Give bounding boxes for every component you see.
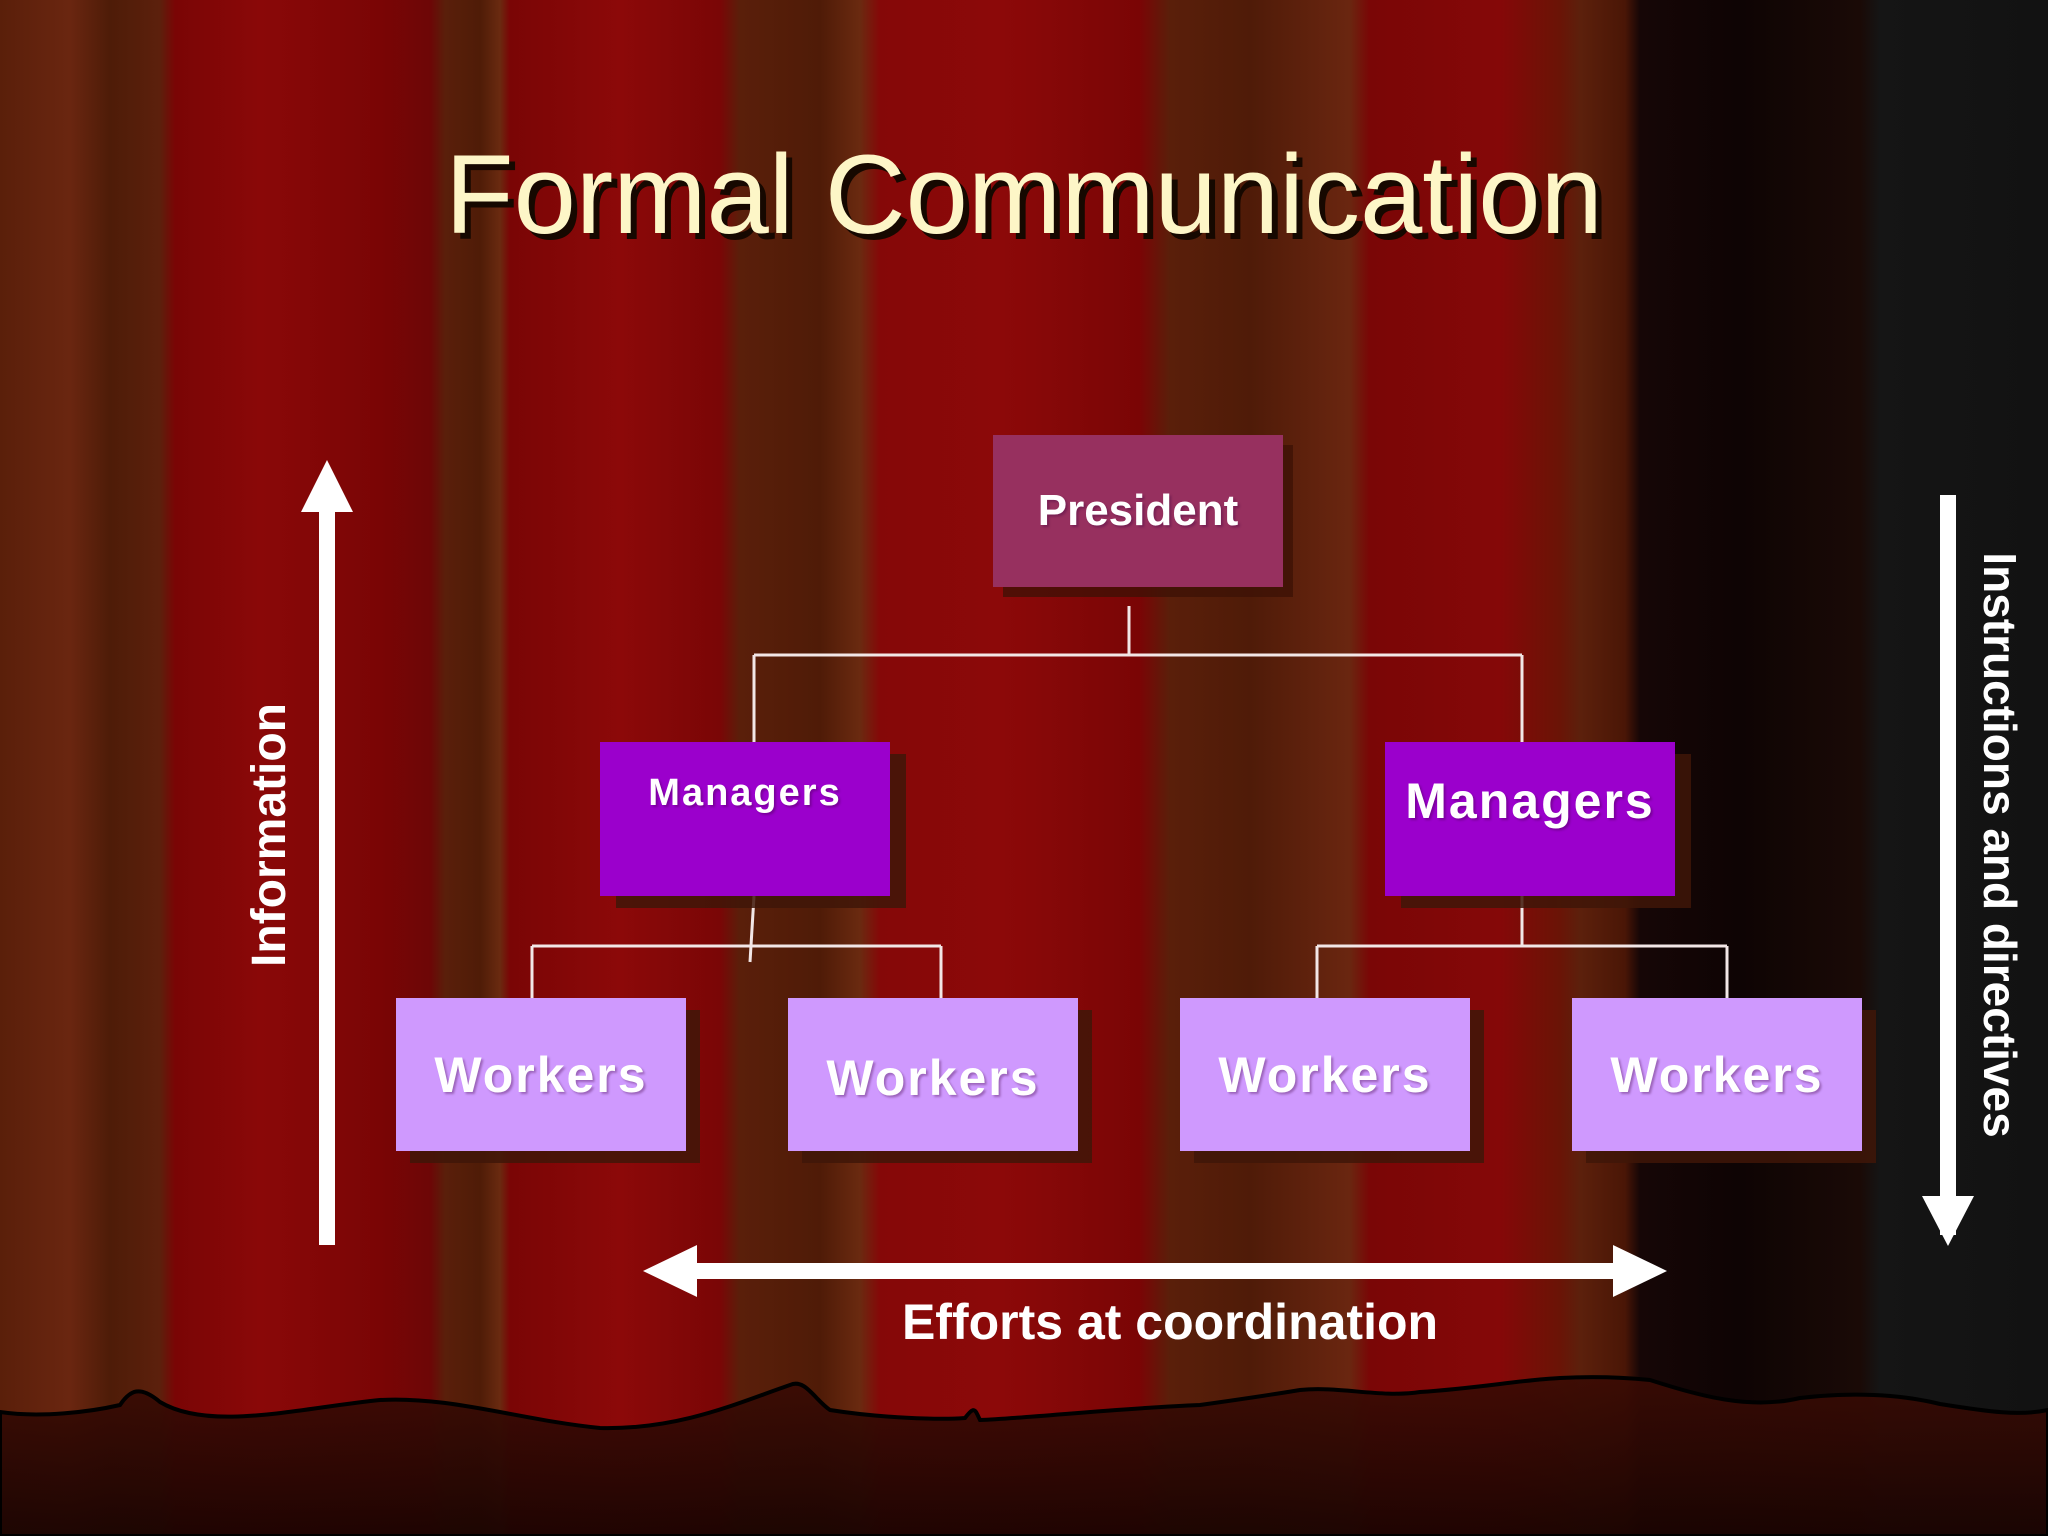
slide-title: Formal Communication (445, 132, 1603, 257)
manager-box-left: Managers (600, 742, 890, 896)
instructions-arrow (1922, 495, 1974, 1246)
information-label: Information (243, 703, 296, 967)
instructions-label: Instructions and directives (1974, 552, 2026, 1138)
worker-label-1: Workers (434, 1046, 648, 1103)
worker-label-2: Workers (826, 1049, 1040, 1106)
connector-manager-left-trunk (748, 895, 756, 963)
information-arrow (301, 460, 353, 1245)
worker-label-4: Workers (1610, 1046, 1824, 1103)
worker-box-2: Workers (788, 998, 1078, 1151)
worker-box-1: Workers (396, 998, 686, 1151)
manager-label-left: Managers (648, 772, 842, 814)
worker-label-3: Workers (1218, 1046, 1432, 1103)
president-label: President (1037, 486, 1239, 535)
manager-box-right: Managers (1385, 742, 1675, 896)
coordination-arrow (643, 1245, 1667, 1297)
worker-box-3: Workers (1180, 998, 1470, 1151)
worker-box-4: Workers (1572, 998, 1862, 1151)
president-box: President (993, 435, 1283, 587)
coordination-label: Efforts at coordination (901, 1294, 1439, 1350)
manager-label-right: Managers (1405, 773, 1655, 829)
